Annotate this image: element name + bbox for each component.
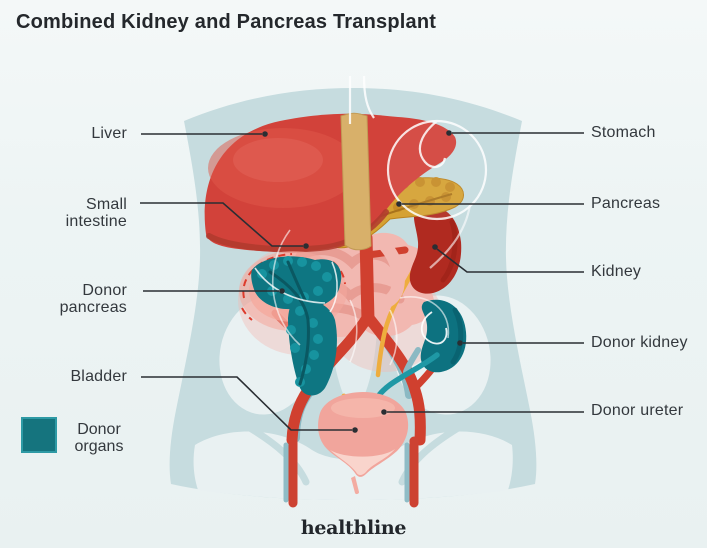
brand-wordmark: healthline xyxy=(300,517,407,539)
legend-label: Donor organs xyxy=(74,421,124,455)
label-donor-kidney: Donor kidney xyxy=(591,334,688,351)
label-liver: Liver xyxy=(91,125,127,142)
legend-swatch-donor-organs xyxy=(21,417,57,453)
falciform-ligament xyxy=(340,112,372,251)
leg-vessels xyxy=(283,436,419,508)
donor-kidney-illustration xyxy=(420,299,467,373)
label-donor-ureter: Donor ureter xyxy=(591,402,684,419)
leader-dots xyxy=(262,130,463,433)
label-pancreas: Pancreas xyxy=(591,195,661,212)
label-donor-pancreas: Donor pancreas xyxy=(59,282,127,316)
label-bladder: Bladder xyxy=(70,368,127,385)
label-kidney: Kidney xyxy=(591,263,642,280)
label-small-intestine: Small intestine xyxy=(65,196,127,230)
stomach-outline xyxy=(348,75,488,269)
leader-lines xyxy=(140,130,584,433)
page-title: Combined Kidney and Pancreas Transplant xyxy=(16,11,437,33)
label-stomach: Stomach xyxy=(591,124,656,141)
